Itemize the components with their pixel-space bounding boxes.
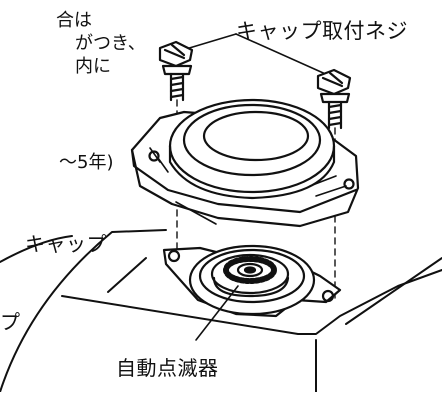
auto-flasher-icon: [210, 253, 290, 298]
cap-icon: [130, 98, 360, 228]
left-screw-icon: [158, 40, 194, 102]
right-screw-icon: [316, 68, 352, 130]
cap-partial-label: プ: [0, 310, 21, 334]
cap-label: キャップ: [25, 232, 107, 256]
flasher-leader-line: [195, 285, 239, 341]
lamp-body-outline: [0, 229, 442, 393]
left-text-line-3: 内に: [75, 56, 111, 77]
left-text-line-4: 〜5年): [59, 152, 114, 173]
left-text-line-1: 合は: [56, 10, 92, 31]
left-text-line-2: がつき、: [75, 33, 146, 54]
cap-screw-label: キャップ取付ネジ: [236, 19, 408, 43]
auto-flasher-label: 自動点滅器: [116, 356, 219, 380]
cap-leader-line: [175, 201, 217, 225]
